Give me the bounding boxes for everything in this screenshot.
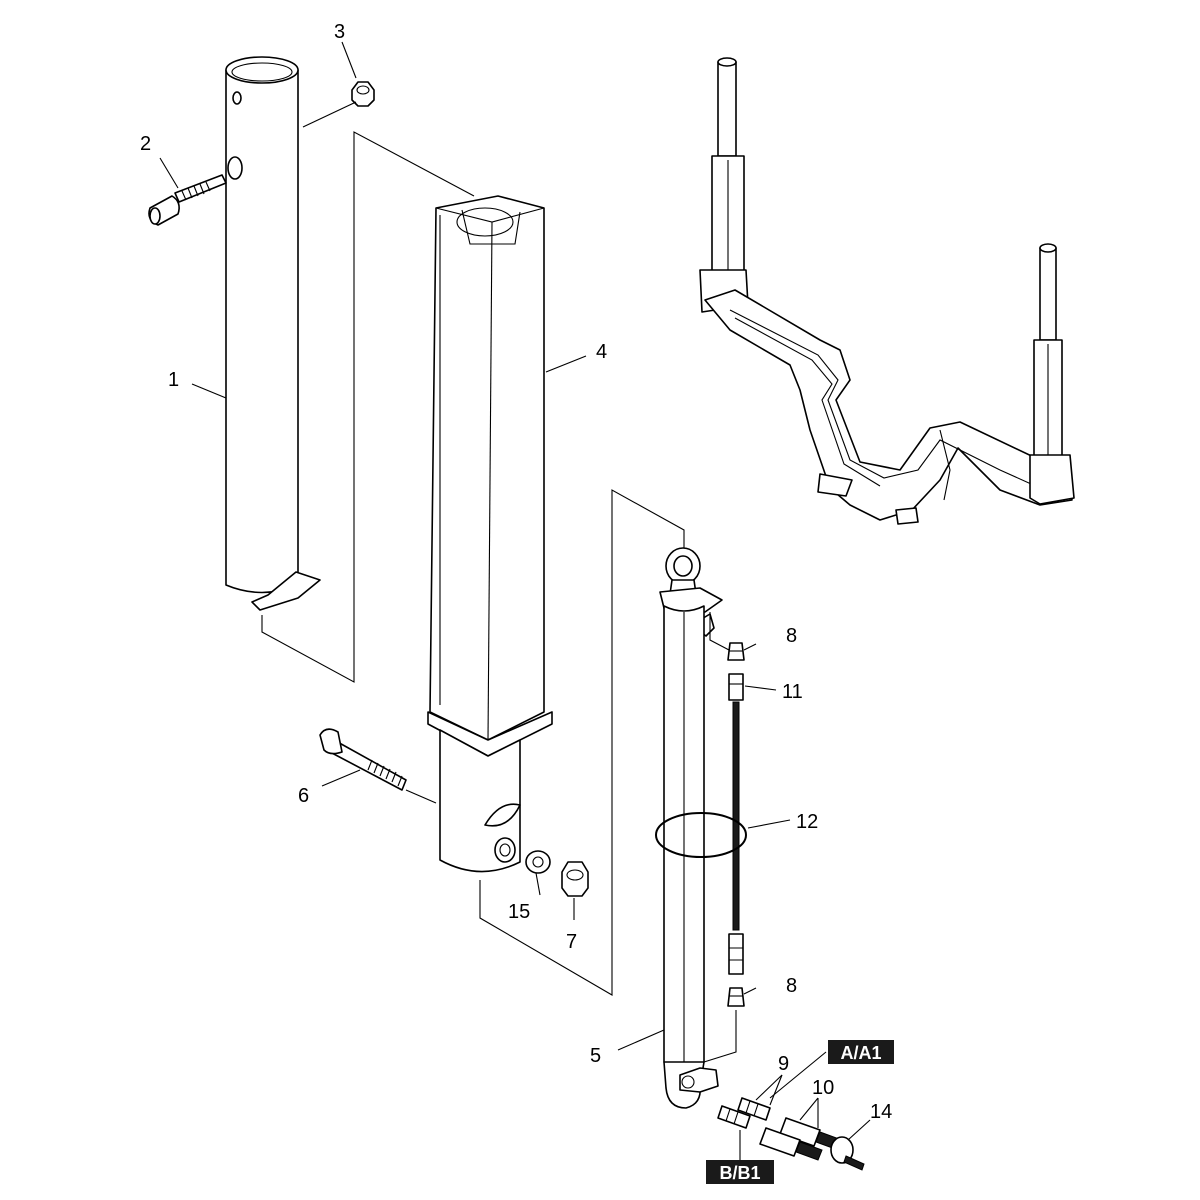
assembly-lines: [261, 131, 737, 1063]
callout-12: 12: [796, 811, 818, 833]
part-8-fitting-top: [727, 642, 745, 661]
callout-4: 4: [596, 341, 607, 363]
callout-3: 3: [334, 21, 345, 43]
reference-frame-assembly: [699, 57, 1075, 525]
part-11-hose-end-top: [728, 673, 744, 701]
part-7-lock-nut: [561, 861, 589, 897]
callout-15: 15: [508, 901, 530, 923]
port-label-b: B/B1: [719, 1163, 760, 1183]
callout-8-top: 8: [786, 625, 797, 647]
part-10-couplers: [759, 1117, 843, 1161]
callout-2: 2: [140, 133, 151, 155]
port-badge-a: A/A1: [828, 1040, 894, 1064]
part-1-round-tube: [225, 56, 321, 611]
part-12-hose: [732, 701, 740, 931]
part-8-fitting-bottom: [727, 987, 745, 1007]
part-3-nut: [351, 81, 375, 107]
callout-8-bottom: 8: [786, 975, 797, 997]
part-15-washer: [525, 850, 551, 874]
part-11-hose-end-bottom: [728, 933, 744, 975]
port-label-a: A/A1: [840, 1043, 881, 1063]
part-9-fittings: [717, 1097, 771, 1129]
callout-leaders: [159, 41, 871, 1160]
part-12-cable-tie-ring: [655, 812, 747, 858]
callout-10: 10: [812, 1077, 834, 1099]
callout-9: 9: [778, 1053, 789, 1075]
part-4-square-tube: [427, 195, 553, 873]
port-badge-b: B/B1: [706, 1160, 774, 1184]
callout-11: 11: [782, 681, 803, 703]
callout-1: 1: [168, 369, 179, 391]
callout-7: 7: [566, 931, 577, 953]
part-5-hydraulic-cylinder: [659, 547, 723, 1109]
part-14-dust-cap: [830, 1136, 865, 1171]
callout-6: 6: [298, 785, 309, 807]
callout-14: 14: [870, 1101, 892, 1123]
callout-5: 5: [590, 1045, 601, 1067]
part-6-long-bolt: [319, 728, 407, 791]
part-2-bolt: [148, 174, 227, 226]
